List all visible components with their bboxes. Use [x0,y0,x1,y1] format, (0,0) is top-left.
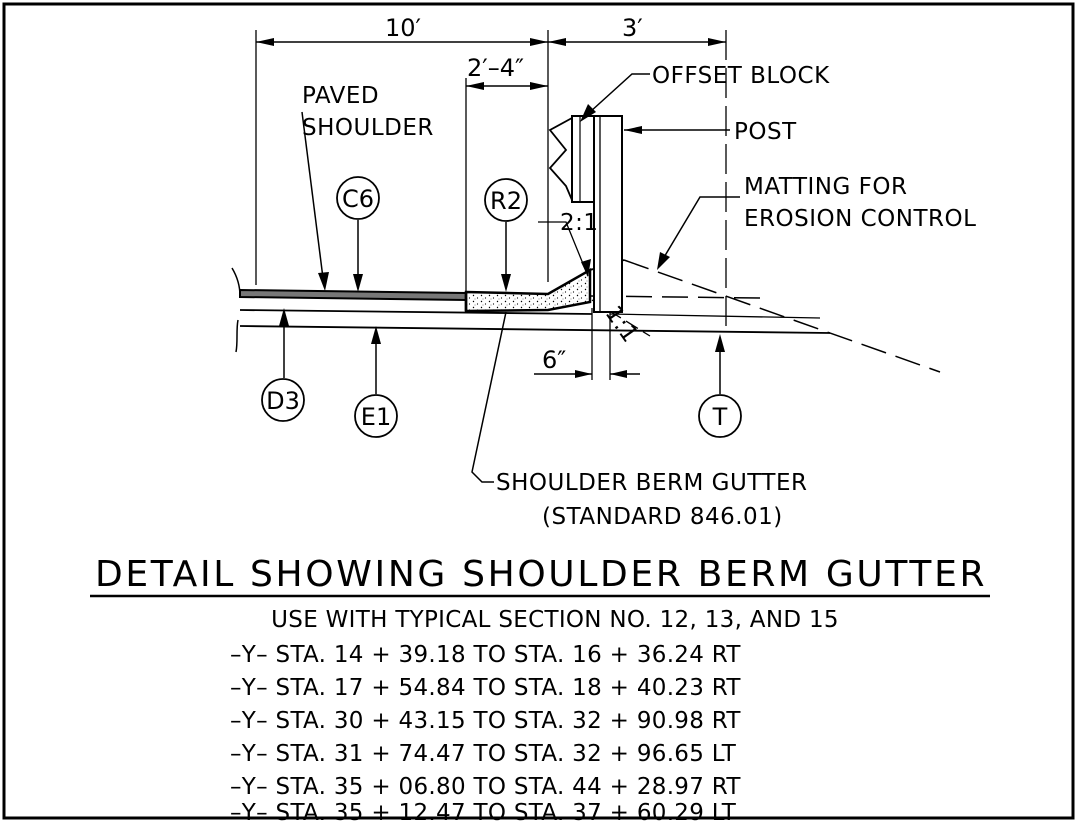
label-slope-2-1: 2:1 [560,210,599,236]
dim-3ft-label: 3′ [622,14,643,42]
callout-t-label: T [712,403,728,431]
dim-2ft-4in-label: 2′–4″ [467,54,524,82]
station-row: –Y– STA. 31 + 74.47 TO STA. 32 + 96.65 L… [230,741,737,767]
label-shoulder: SHOULDER [302,115,434,141]
callout-r2-label: R2 [490,187,522,215]
shoulder-berm-gutter [464,267,592,313]
label-berm-gutter: SHOULDER BERM GUTTER [496,470,808,496]
dimension-2ft-4in: 2′–4″ [465,54,548,295]
station-row: –Y– STA. 17 + 54.84 TO STA. 18 + 40.23 R… [230,675,741,701]
pavement-section [231,267,831,353]
leaders [279,73,740,483]
label-offset-block: OFFSET BLOCK [652,63,830,89]
typical-section-note: USE WITH TYPICAL SECTION NO. 12, 13, AND… [271,607,839,633]
callout-r2: R2 [484,178,528,222]
label-matting: MATTING FOR [744,174,907,200]
station-row: –Y– STA. 35 + 06.80 TO STA. 44 + 28.97 R… [230,774,741,800]
station-row: –Y– STA. 35 + 12.47 TO STA. 37 + 60.29 L… [230,800,737,824]
station-row: –Y– STA. 14 + 39.18 TO STA. 16 + 36.24 R… [230,642,741,668]
slope-lines [589,259,941,373]
dimension-10ft: 10′ [255,14,548,285]
dimension-3ft: 3′ [547,14,727,330]
callout-e1-label: E1 [361,403,391,431]
label-standard: (STANDARD 846.01) [542,504,783,530]
station-list: –Y– STA. 14 + 39.18 TO STA. 16 + 36.24 R… [230,642,741,824]
callout-t: T [698,394,742,438]
station-row: –Y– STA. 30 + 43.15 TO STA. 32 + 90.98 R… [230,708,741,734]
dim-6in-label: 6″ [542,346,566,374]
paved-shoulder [239,288,467,302]
callout-c6: C6 [336,176,380,220]
callout-d3-label: D3 [266,387,300,415]
label-erosion-control: EROSION CONTROL [744,206,976,232]
detail-title: DETAIL SHOWING SHOULDER BERM GUTTER [95,554,985,595]
callout-c6-label: C6 [342,185,374,213]
guardrail-post [548,115,623,313]
label-paved: PAVED [302,83,379,109]
callout-d3: D3 [261,378,305,422]
dimension-6in: 6″ [534,308,640,380]
label-post: POST [734,119,797,145]
callout-e1: E1 [354,394,398,438]
dim-10ft-label: 10′ [385,14,421,42]
